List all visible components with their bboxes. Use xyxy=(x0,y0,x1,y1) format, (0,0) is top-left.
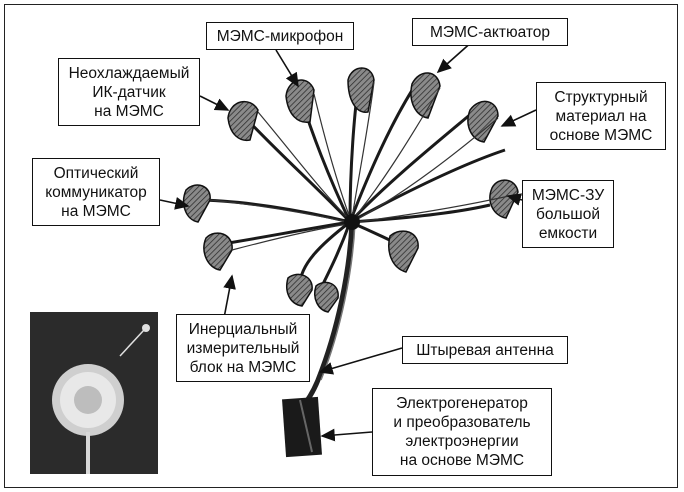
label-ir-sensor: Неохлаждаемый ИК-датчик на МЭМС xyxy=(58,58,200,126)
label-whip-antenna: Штыревая антенна xyxy=(402,336,568,364)
label-mems-microphone: МЭМС-микрофон xyxy=(206,22,354,50)
center-hub xyxy=(344,214,360,230)
label-mems-actuator: МЭМС-актюатор xyxy=(412,18,568,46)
dandelion-photo-icon xyxy=(30,312,158,474)
dandelion-photo xyxy=(30,312,158,474)
label-optical-communicator: Оптический коммуникатор на МЭМС xyxy=(32,158,160,226)
label-power-generator: Электрогенератор и преобразователь элект… xyxy=(372,388,552,476)
label-structural-material: Структурный материал на основе МЭМС xyxy=(536,82,666,150)
label-mems-storage: МЭМС-ЗУ большой емкости xyxy=(522,180,614,248)
label-inertial-unit: Инерциальный измерительный блок на МЭМС xyxy=(176,314,310,382)
